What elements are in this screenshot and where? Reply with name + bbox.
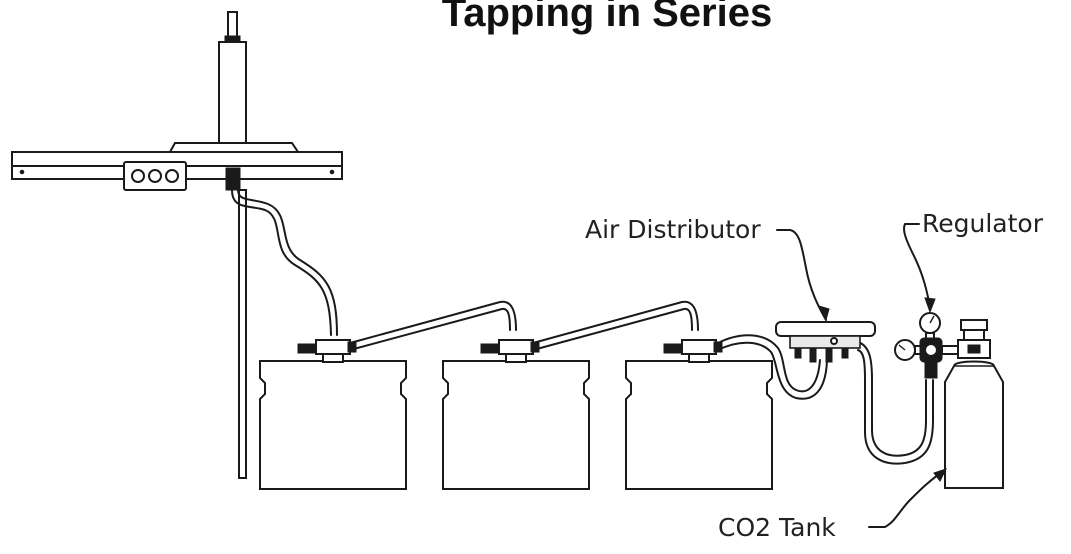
shank-knob	[131, 169, 145, 183]
keg-body	[625, 360, 773, 490]
label-air-distributor: Air Distributor	[585, 215, 830, 322]
tank-valve-cap	[960, 319, 988, 331]
air-distributor-leader	[776, 229, 827, 321]
tower-base	[168, 142, 300, 153]
regulator-label: Regulator	[922, 209, 1044, 238]
draft-tower	[168, 11, 300, 153]
keg-coupler-base	[505, 353, 527, 363]
regulator-leader	[903, 223, 931, 311]
tower-column	[218, 41, 247, 145]
air-distributor	[775, 321, 876, 363]
co2-tank-leader	[868, 469, 946, 528]
label-co2-tank: CO2 Tank	[718, 468, 947, 542]
keg-coupler	[315, 339, 351, 355]
co2-tank-label: CO2 Tank	[718, 513, 836, 542]
distributor-block	[789, 335, 861, 349]
support-leg	[238, 189, 247, 479]
keg-coupler	[681, 339, 717, 355]
hose-lines	[231, 189, 934, 465]
keg-body	[259, 360, 407, 490]
coupler-outlet	[713, 341, 723, 353]
co2-tank	[944, 319, 1004, 489]
shank-knob	[148, 169, 162, 183]
keg-body	[442, 360, 590, 490]
shank-fitting	[225, 167, 241, 191]
keg-1	[259, 339, 407, 490]
keg-3	[625, 339, 773, 490]
keg-coupler-base	[688, 353, 710, 363]
regulator-outlet-valve	[924, 361, 938, 379]
keg-coupler-base	[322, 353, 344, 363]
bar-counter	[11, 151, 343, 479]
label-regulator: Regulator	[903, 209, 1044, 314]
coupler-outlet	[530, 341, 540, 353]
shank-knob	[165, 169, 179, 183]
tank-cylinder	[944, 360, 1004, 489]
keg-2	[442, 339, 590, 490]
keg-coupler	[498, 339, 534, 355]
diagram-title: Tapping in Series	[442, 0, 772, 35]
coupler-outlet	[347, 341, 357, 353]
faucet-handle	[227, 11, 238, 39]
air-distributor-label: Air Distributor	[585, 215, 761, 244]
regulator	[894, 312, 963, 379]
distributor-manifold	[775, 321, 876, 337]
